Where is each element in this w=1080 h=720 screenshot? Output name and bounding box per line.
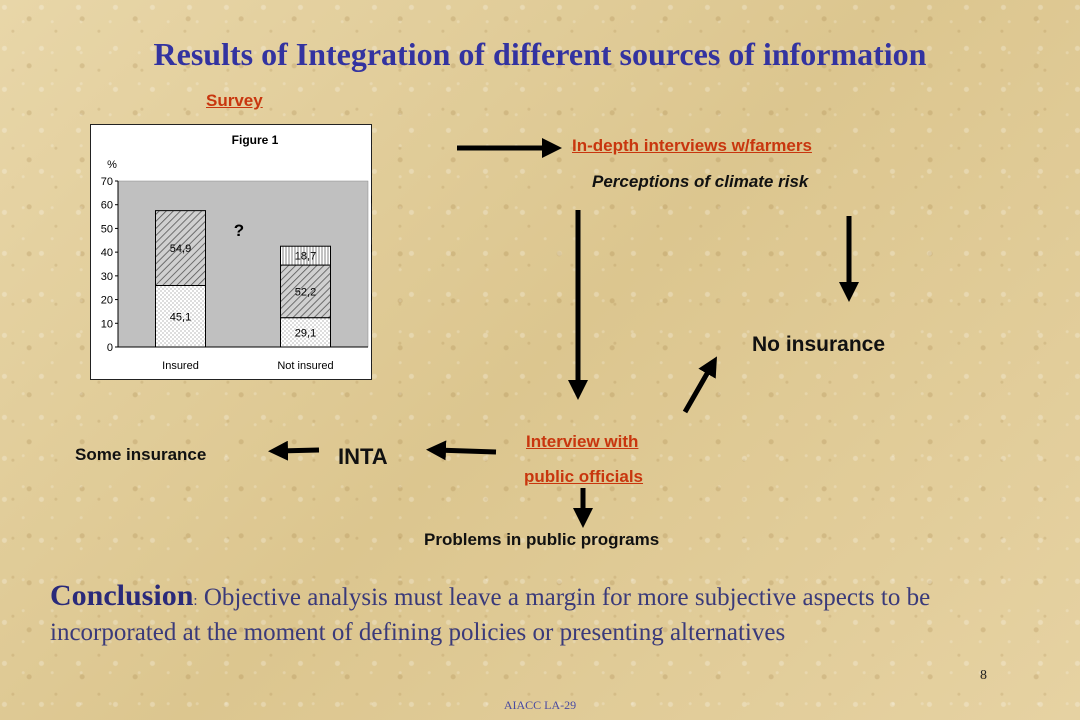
- chart-title: Figure 1: [232, 133, 279, 147]
- footer-text: AIACC LA-29: [503, 698, 577, 712]
- bar-segment-cattle: [280, 245, 331, 266]
- data-label: 54,9: [170, 243, 191, 255]
- bar-segment-crops: [280, 317, 331, 348]
- y-tick-label: 50: [101, 223, 113, 235]
- bar-segment-crops: [155, 285, 206, 348]
- perceptions-text: Perceptions of climate risk: [592, 172, 809, 191]
- interviews-link[interactable]: In-depth interviews w/farmers: [572, 136, 812, 155]
- some-insurance-text: Some insurance: [75, 445, 207, 464]
- problems-text: Problems in public programs: [424, 530, 660, 549]
- survey-link[interactable]: Survey: [206, 91, 263, 110]
- slide-title: Results of Integration of different sour…: [153, 36, 927, 72]
- inta-text: INTA: [338, 444, 388, 469]
- data-label: 18,7: [295, 251, 316, 263]
- y-tick-label: 70: [101, 176, 113, 188]
- officials-link-line2[interactable]: public officials: [524, 467, 644, 486]
- conclusion-heading: Conclusion: [50, 579, 194, 612]
- conclusion-text: Objective analysis must leave a margin f…: [50, 584, 931, 646]
- bar-segment-mixed: [155, 210, 206, 287]
- y-tick-label: 60: [101, 200, 113, 212]
- y-tick-label: 0: [107, 342, 113, 354]
- arrow-officials-to-inta: [426, 440, 497, 461]
- conclusion-paragraph: Conclusion: Objective analysis must leav…: [50, 580, 990, 649]
- y-tick-label: 40: [101, 247, 113, 259]
- officials-link-line1[interactable]: Interview with: [526, 432, 639, 451]
- data-label: 52,2: [295, 286, 316, 298]
- y-tick-label: 20: [101, 295, 113, 307]
- data-label: 45,1: [170, 311, 191, 323]
- y-tick-label: 30: [101, 271, 113, 283]
- question-mark: ?: [234, 221, 244, 240]
- arrow-inta-to-some-insurance: [268, 440, 320, 461]
- arrow-officials-to-no-insurance: [682, 356, 717, 414]
- data-label: 29,1: [295, 327, 316, 339]
- y-tick-label: 10: [101, 318, 113, 330]
- no-insurance-text: No insurance: [752, 333, 886, 356]
- x-tick-label: Insured: [162, 360, 199, 372]
- page-number: 8: [980, 668, 987, 683]
- y-axis-label: %: [107, 159, 117, 171]
- conclusion-colon: :: [193, 593, 198, 609]
- x-tick-label: Not insured: [277, 360, 333, 372]
